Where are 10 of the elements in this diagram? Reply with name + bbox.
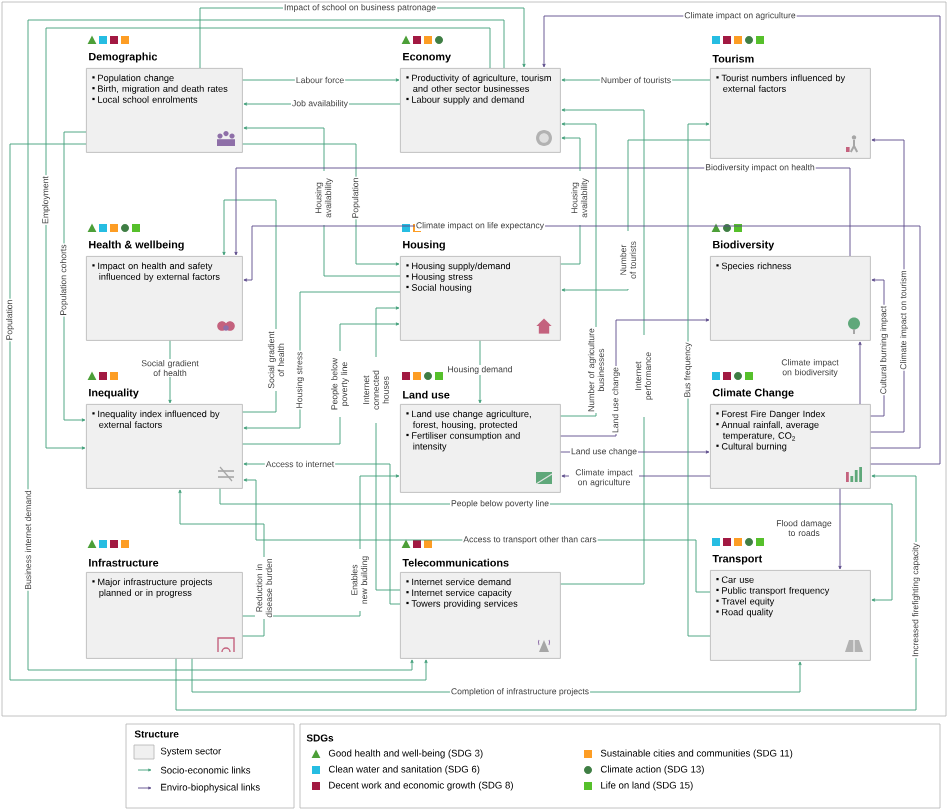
arrow (478, 340, 482, 404)
arrow (219, 488, 893, 602)
arrow (175, 474, 917, 711)
arrow (27, 19, 505, 671)
arrow (9, 143, 428, 681)
arrow (838, 488, 842, 570)
arrow (858, 341, 862, 405)
arrow (242, 143, 400, 266)
arrow (45, 27, 491, 450)
arrow (687, 122, 711, 637)
